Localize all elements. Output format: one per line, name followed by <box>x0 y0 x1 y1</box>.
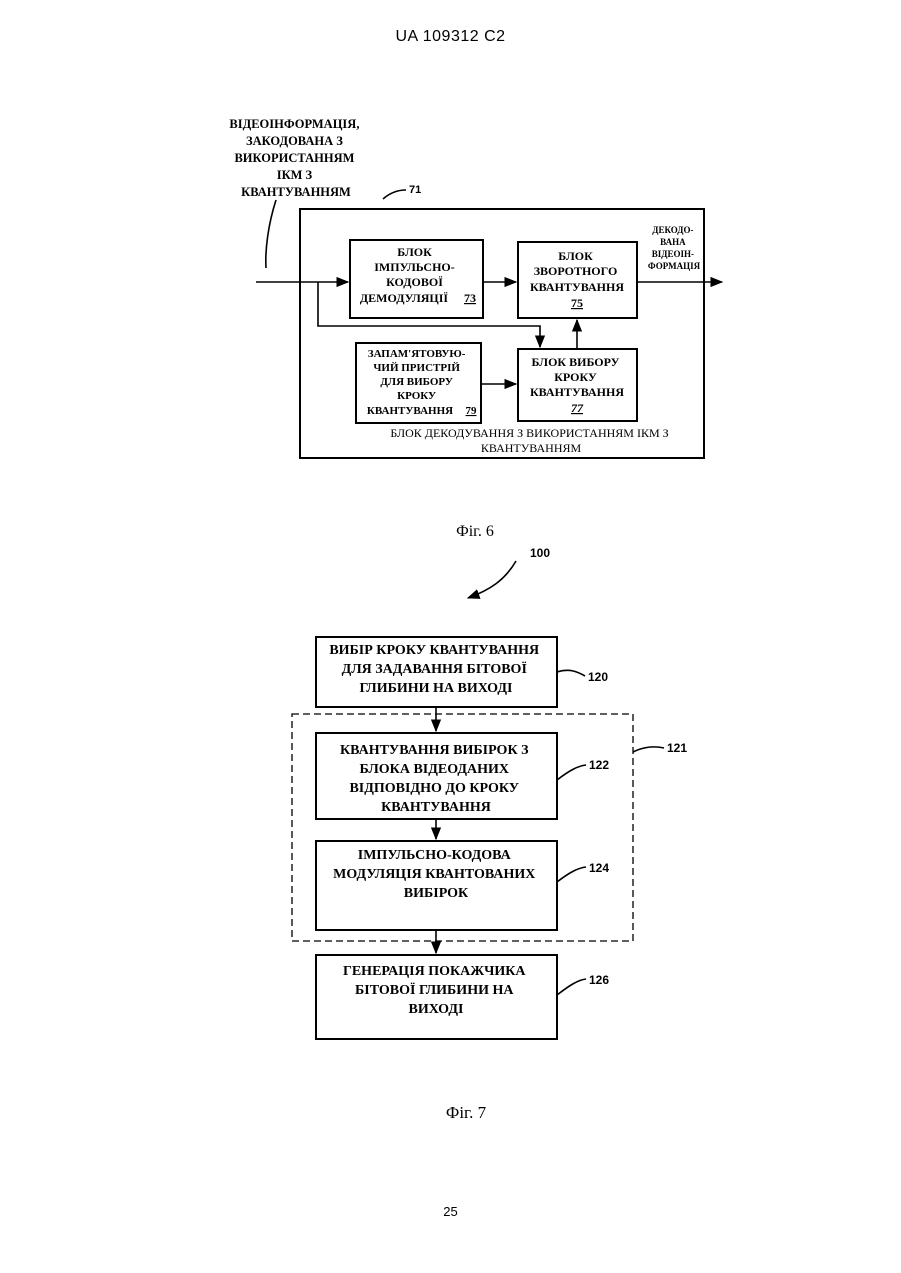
fig7-step-120-ref: 120 <box>588 670 608 684</box>
fig7-ref: 100 <box>530 546 550 560</box>
fig6-block-79-ref: 79 <box>466 405 478 417</box>
fig6-caption: Фіг. 6 <box>456 523 494 540</box>
fig7-ref-arrow <box>468 561 516 598</box>
fig6-input-leader <box>266 200 276 268</box>
page-number: 25 <box>0 1204 901 1219</box>
fig6-block-79-text: ЗАПАМ'ЯТОВУЮ- ЧИЙ ПРИСТРІЙ ДЛЯ ВИБОРУ КР… <box>367 348 468 417</box>
fig7-step-124-ref: 124 <box>589 861 609 875</box>
fig7-group-121-ref: 121 <box>667 741 687 755</box>
fig6-input-label: ВІДЕОІНФОРМАЦІЯ, ЗАКОДОВАНА З ВИКОРИСТАН… <box>229 117 362 199</box>
fig7-step-122-ref: 122 <box>589 758 609 772</box>
fig6-frame-ref-leader <box>383 190 406 199</box>
fig6-block-77-ref: 77 <box>571 401 584 415</box>
fig6-frame-ref: 71 <box>409 184 421 196</box>
fig7-step-126-leader <box>557 979 586 995</box>
fig6-output-label: ДЕКОДО- ВАНА ВІДЕОІН- ФОРМАЦІЯ <box>648 225 701 271</box>
fig6-frame-caption: БЛОК ДЕКОДУВАННЯ З ВИКОРИСТАННЯМ ІКМ З К… <box>390 426 671 455</box>
fig6-diagram: ВІДЕОІНФОРМАЦІЯ, ЗАКОДОВАНА З ВИКОРИСТАН… <box>229 117 722 540</box>
fig7-step-126-ref: 126 <box>589 973 609 987</box>
fig7-group-121-leader <box>633 747 664 752</box>
fig7-step-120-text: ВИБІР КРОКУ КВАНТУВАННЯ ДЛЯ ЗАДАВАННЯ БІ… <box>329 643 542 696</box>
fig7-caption: Фіг. 7 <box>446 1103 487 1122</box>
fig7-step-122-leader <box>557 765 586 780</box>
fig7-step-120-leader <box>557 670 585 676</box>
fig7-diagram: 100 ВИБІР КРОКУ КВАНТУВАННЯ ДЛЯ ЗАДАВАНН… <box>292 546 687 1122</box>
fig6-block-73-ref: 73 <box>464 291 476 305</box>
fig7-step-124-leader <box>557 867 586 882</box>
fig6-block-75-ref: 75 <box>571 296 583 310</box>
